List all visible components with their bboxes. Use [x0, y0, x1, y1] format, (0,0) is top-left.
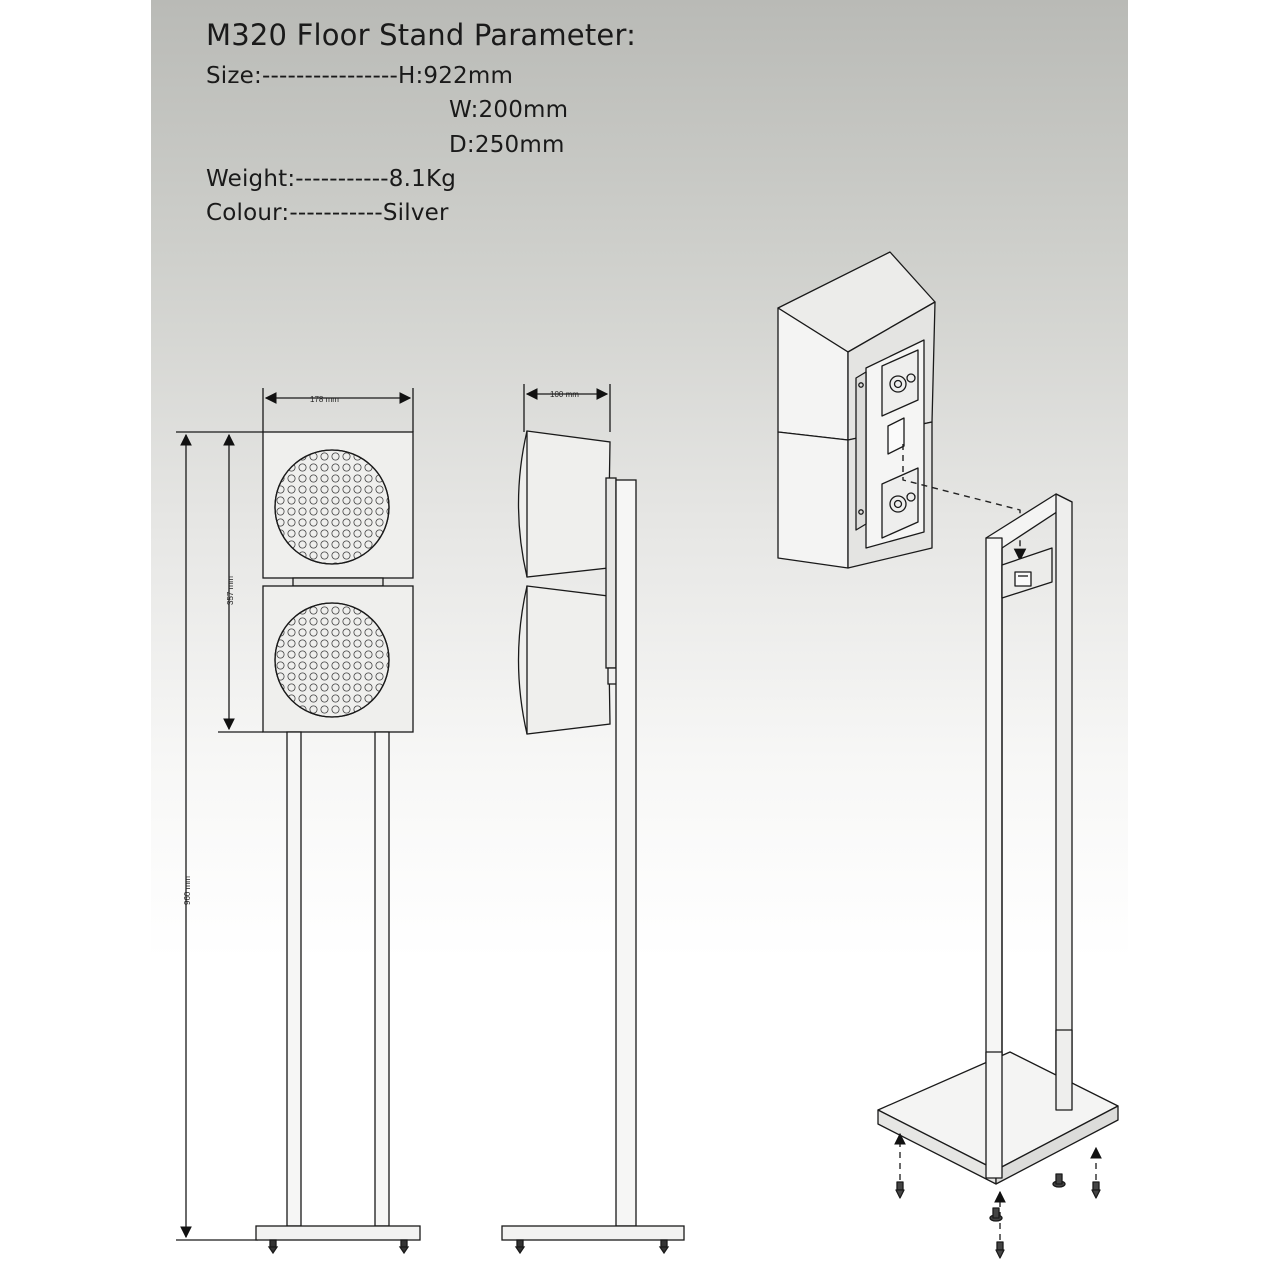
- iso-mount-bracket: [855, 339, 925, 549]
- spec-colour: Colour:-----------Silver: [206, 200, 449, 226]
- side-depth-label: 100 mm: [550, 390, 579, 399]
- front-right-post: [374, 731, 390, 1227]
- side-post: [615, 479, 637, 1227]
- front-left-post: [286, 731, 302, 1227]
- spec-weight: Weight:-----------8.1Kg: [206, 166, 457, 192]
- iso-mount-slot: [1014, 571, 1032, 587]
- iso-terminal-lower-icon: [889, 495, 907, 513]
- spec-size: Size:----------------H:922mm: [206, 63, 514, 89]
- front-spikes: [267, 1239, 410, 1255]
- front-bracket: [292, 577, 384, 587]
- front-speaker-height-dimension: [218, 431, 263, 733]
- side-spikes: [514, 1239, 670, 1255]
- front-base-plate: [255, 1225, 421, 1241]
- side-depth-dimension: [523, 384, 611, 432]
- side-base-plate: [501, 1225, 685, 1241]
- side-upper-speaker: [517, 430, 611, 578]
- spec-depth: D:250mm: [449, 132, 565, 158]
- front-total-height-dimension: [176, 431, 258, 1241]
- front-width-dimension: [262, 388, 414, 432]
- side-lower-speaker: [517, 585, 611, 735]
- side-mount-plate: [605, 477, 617, 669]
- side-view: [501, 384, 685, 1255]
- isometric-view: [777, 251, 1119, 1259]
- spec-width: W:200mm: [449, 97, 569, 123]
- total-height-label: 960 mm: [183, 876, 192, 905]
- iso-spikes: [895, 1173, 1101, 1259]
- front-width-label: 178 mm: [310, 395, 339, 404]
- front-view: [176, 388, 421, 1255]
- speaker-height-label: 357 mm: [226, 576, 235, 605]
- spec-title: M320 Floor Stand Parameter:: [206, 18, 637, 52]
- iso-terminal-upper-icon: [889, 375, 907, 393]
